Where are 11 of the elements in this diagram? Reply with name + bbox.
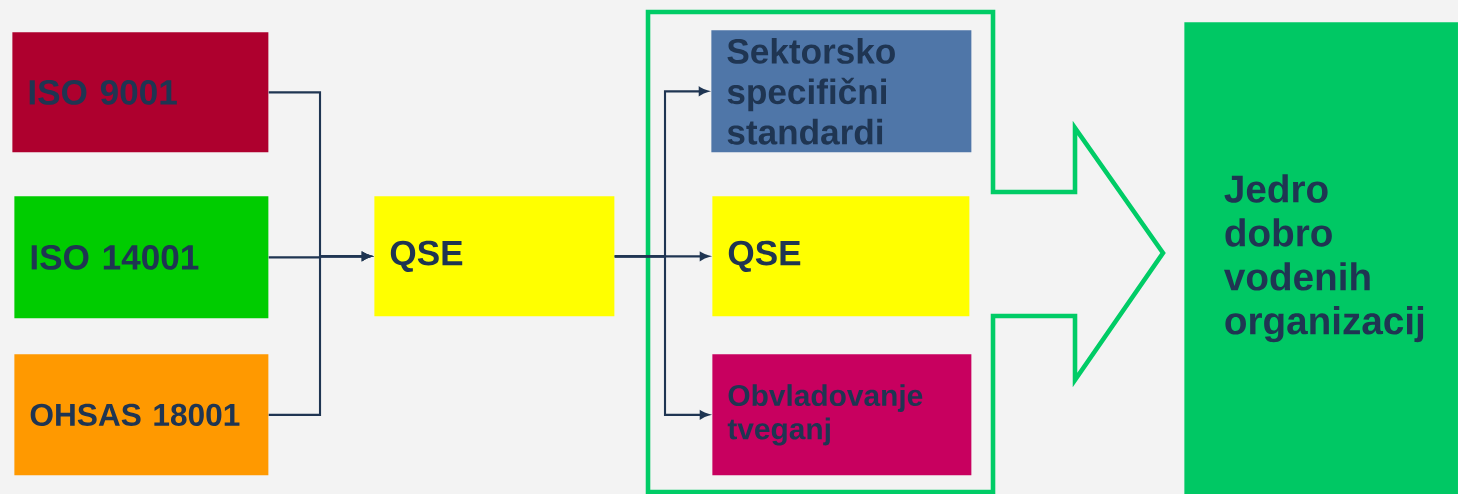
box: Jedro dobro vodenih organizacij xyxy=(1184,22,1458,494)
box: QSE xyxy=(374,196,615,317)
box: Obvladovanje tveganj xyxy=(712,354,972,476)
box: ISO 14001 xyxy=(14,196,269,319)
connector-arrow xyxy=(614,255,710,420)
arrow-outline xyxy=(645,9,1166,494)
box: QSE xyxy=(712,196,970,317)
box: ISO 9001 xyxy=(12,32,269,153)
connector-arrow xyxy=(268,252,372,416)
box: OHSAS 18001 xyxy=(14,354,269,476)
box: Sektorsko specifični standardi xyxy=(711,30,972,153)
